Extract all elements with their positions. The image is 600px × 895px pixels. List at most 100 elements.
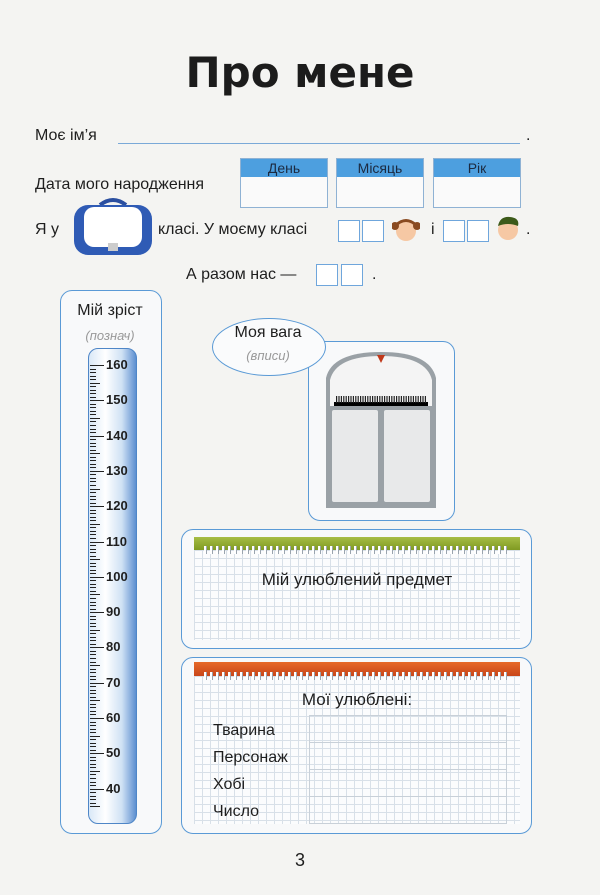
subject-title: Мій улюблений предмет	[261, 570, 453, 589]
scale-tick	[384, 396, 386, 403]
ruler-tick	[90, 403, 96, 405]
ruler-tick	[90, 703, 96, 705]
name-input-line[interactable]	[118, 127, 520, 144]
ruler-tick	[90, 742, 96, 744]
ruler-tick	[90, 700, 100, 702]
favorite-character-label: Персонаж	[213, 749, 288, 766]
ruler-tick	[90, 763, 96, 765]
height-ruler[interactable]	[88, 348, 137, 824]
scale-tick	[381, 396, 383, 403]
ruler-tick	[90, 509, 96, 511]
scale-tick	[357, 396, 359, 403]
ruler-tick	[90, 449, 96, 451]
ruler-tick	[90, 506, 104, 508]
favorite-hobby-field[interactable]	[309, 769, 507, 797]
ruler-tick	[90, 590, 96, 592]
ruler-label: 90	[106, 604, 121, 620]
ruler-tick	[90, 527, 96, 529]
scale-tick	[340, 396, 342, 403]
ruler-tick	[90, 749, 96, 751]
ruler-tick	[90, 665, 100, 667]
scale-tick	[393, 396, 395, 403]
ruler-tick	[90, 428, 96, 430]
total-digit-2[interactable]	[341, 264, 363, 286]
scale-tick	[345, 396, 347, 403]
ruler-tick	[90, 640, 96, 642]
ruler-tick	[90, 693, 96, 695]
birth-label: Дата мого народження	[35, 176, 205, 193]
ruler-tick	[90, 530, 96, 532]
ruler-label: 140	[106, 427, 128, 443]
ruler-tick	[90, 795, 96, 797]
ruler-label: 120	[106, 498, 128, 514]
ruler-label: 150	[106, 392, 128, 408]
scale-tick	[396, 396, 398, 403]
ruler-tick	[90, 788, 104, 790]
girls-digit-1[interactable]	[338, 220, 360, 242]
period: .	[526, 221, 531, 238]
page-title: Про мене	[185, 48, 415, 97]
ruler-tick	[90, 446, 96, 448]
ruler-tick	[90, 647, 104, 649]
ruler-tick	[90, 386, 96, 388]
ruler-label: 40	[106, 780, 121, 796]
ruler-tick	[90, 502, 96, 504]
ruler-tick	[90, 393, 96, 395]
total-digit-1[interactable]	[316, 264, 338, 286]
month-field[interactable]: Місяць	[336, 158, 424, 208]
ruler-tick	[90, 760, 96, 762]
ruler-tick	[90, 601, 96, 603]
ruler-tick	[90, 414, 96, 416]
boys-digit-2[interactable]	[467, 220, 489, 242]
year-field[interactable]: Рік	[433, 158, 521, 208]
ruler-label: 110	[106, 533, 127, 549]
ruler-tick	[90, 573, 96, 575]
scale-tick	[350, 396, 352, 403]
subject-notepad[interactable]	[194, 550, 520, 640]
day-field[interactable]: День	[240, 158, 328, 208]
backpack-icon[interactable]	[70, 195, 156, 257]
scale-tick	[403, 396, 405, 403]
ruler-tick	[90, 456, 96, 458]
favorite-number-field[interactable]	[309, 796, 507, 824]
scale-tick	[360, 396, 362, 403]
ruler-tick	[90, 410, 96, 412]
boys-digit-1[interactable]	[443, 220, 465, 242]
ruler-tick	[90, 785, 96, 787]
ruler-tick	[90, 382, 100, 384]
ruler-label: 100	[106, 568, 128, 584]
ruler-label: 80	[106, 639, 121, 655]
favorite-character-field[interactable]	[309, 742, 507, 770]
ruler-tick	[90, 442, 96, 444]
favorites-notepad	[194, 676, 520, 824]
ruler-tick	[90, 608, 96, 610]
ruler-tick	[90, 545, 96, 547]
ruler-tick	[90, 467, 96, 469]
period: .	[372, 266, 377, 283]
ruler-tick	[90, 534, 96, 536]
ruler-tick	[90, 597, 96, 599]
ruler-tick	[90, 587, 96, 589]
scale-icon	[322, 348, 440, 508]
ruler-tick	[90, 520, 96, 522]
ruler-tick	[90, 453, 100, 455]
ruler-tick	[90, 605, 96, 607]
girls-digit-2[interactable]	[362, 220, 384, 242]
favorite-animal-field[interactable]	[309, 715, 507, 743]
ruler-tick	[90, 417, 100, 419]
ruler-tick	[90, 492, 96, 494]
scale-tick	[355, 396, 357, 403]
ruler-tick	[90, 569, 96, 571]
scale-tick	[338, 396, 340, 403]
ruler-tick	[90, 696, 96, 698]
weight-speech-bubble	[212, 318, 326, 376]
scale-tick	[343, 396, 345, 403]
ruler-tick	[90, 643, 96, 645]
ruler-tick	[90, 767, 96, 769]
ruler-tick	[90, 432, 96, 434]
scale-tick	[400, 396, 402, 403]
period: .	[526, 127, 531, 144]
ruler-tick	[90, 629, 100, 631]
ruler-tick	[90, 657, 96, 659]
